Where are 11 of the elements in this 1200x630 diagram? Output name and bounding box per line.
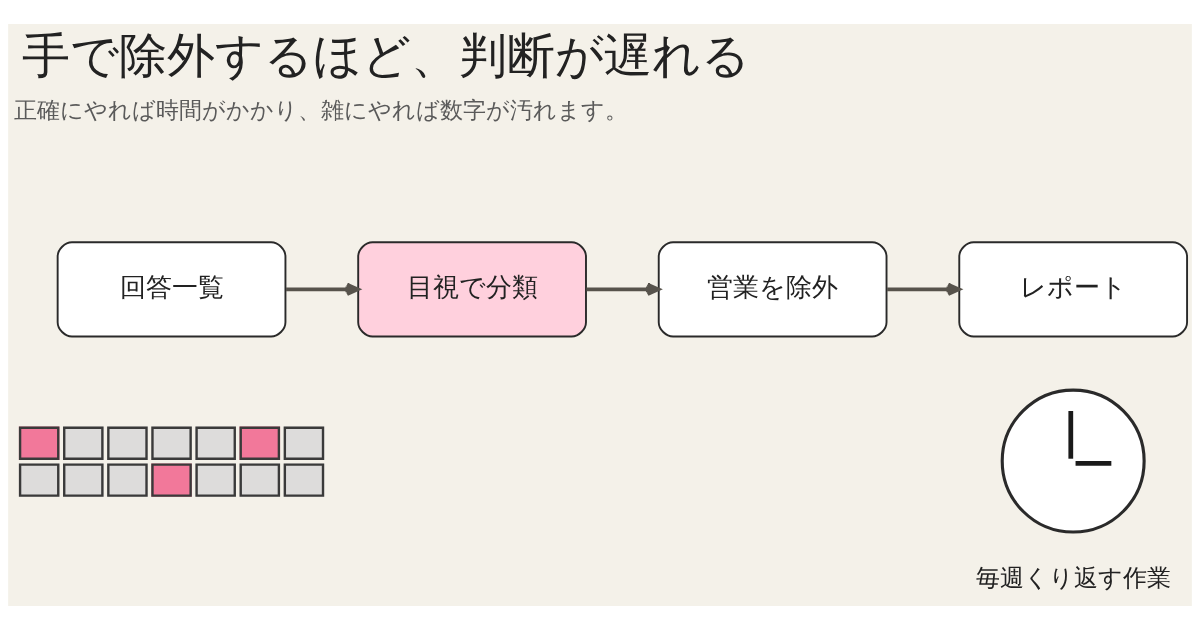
arrow	[887, 282, 961, 296]
arrow	[286, 282, 360, 296]
node-box: 目視で分類	[357, 241, 587, 338]
node-box: 回答一覧	[56, 241, 287, 338]
node-picture	[1000, 388, 1146, 534]
node-box: レポート	[958, 241, 1189, 338]
arrow	[586, 282, 661, 296]
node-label: 毎週くり返す作業	[975, 563, 1171, 592]
diagram-title: 手で除外するほど、判断が遅れる	[21, 27, 750, 83]
node-box: 営業を除外	[657, 241, 888, 338]
label: 正確にやれば時間がかかり、雑にやれば数字が汚れます。	[13, 96, 628, 123]
